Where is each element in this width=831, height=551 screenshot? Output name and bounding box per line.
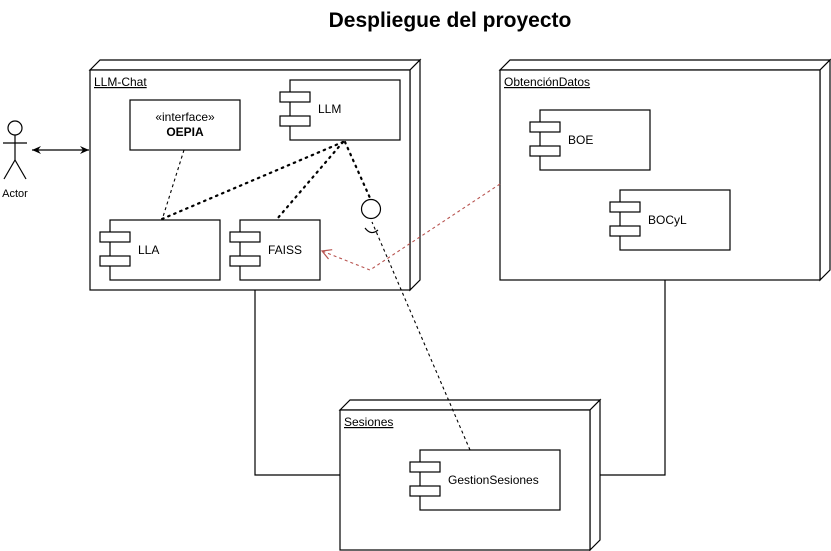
node-obtencion-datos-label: ObtenciónDatos — [504, 75, 590, 89]
actor-icon[interactable] — [3, 120, 27, 180]
llm-faiss-link — [275, 140, 345, 221]
node-obtencion-datos[interactable] — [498, 58, 831, 282]
node-sesiones-label: Sesiones — [344, 415, 393, 429]
component-boe-label: BOE — [568, 133, 593, 147]
component-llm-label: LLM — [318, 102, 341, 116]
component-faiss[interactable] — [229, 219, 321, 281]
component-boe[interactable] — [529, 109, 651, 171]
actor-label: Actor — [2, 188, 28, 200]
gestion-interface-link — [371, 221, 471, 451]
component-gestion-sesiones[interactable] — [409, 449, 561, 511]
component-bocyl[interactable] — [609, 189, 731, 251]
node-llm-chat-label: LLM-Chat — [94, 75, 147, 89]
component-llm[interactable] — [279, 79, 401, 141]
llm-lla-link — [160, 140, 345, 221]
interface-socket-icon — [360, 198, 382, 234]
page-title: Despliegue del proyecto — [329, 9, 572, 32]
component-faiss-label: FAISS — [268, 243, 302, 257]
oepia-lla-link — [161, 149, 185, 221]
component-lla-label: LLA — [138, 243, 159, 257]
interface-name: OEPIA — [166, 125, 204, 139]
component-bocyl-label: BOCyL — [648, 213, 687, 227]
component-gestion-sesiones-label: GestionSesiones — [448, 473, 539, 487]
llmchat-sesiones-link — [254, 290, 340, 476]
interface-oepia[interactable] — [129, 99, 241, 151]
interface-stereotype: «interface» — [155, 110, 215, 124]
component-lla[interactable] — [99, 219, 221, 281]
llm-interface-link — [343, 140, 372, 200]
obtencion-sesiones-link — [600, 280, 666, 476]
